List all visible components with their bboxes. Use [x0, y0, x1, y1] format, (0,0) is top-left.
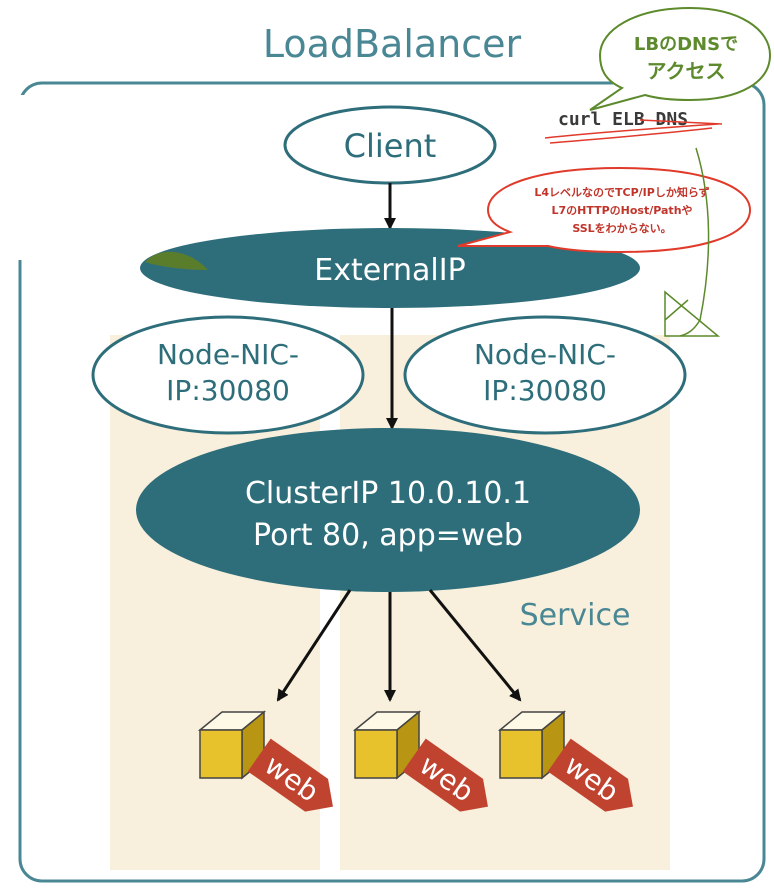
- pod-2: web: [352, 710, 488, 812]
- left-edge-mark: [14, 95, 24, 260]
- node-nic-left: [91, 315, 365, 435]
- node-nic-right-line1: Node-NIC-: [474, 338, 616, 371]
- node-nic-right-line2: IP:30080: [483, 374, 607, 407]
- command-underline: [544, 123, 719, 139]
- cluster-ip-node: [136, 428, 640, 592]
- command-underline-3: [639, 119, 723, 125]
- speech-bubble: LBのDNSで アクセス: [589, 6, 772, 111]
- loadbalancer-frame: [18, 81, 766, 883]
- leaf-mark: [145, 251, 208, 270]
- note-line3: SSLをわからない。: [572, 222, 671, 235]
- node-nic-right: [403, 315, 687, 435]
- cluster-ip-line2: Port 80, app=web: [253, 518, 523, 553]
- route-triangle-inner: [664, 299, 689, 321]
- client-label: Client: [344, 127, 437, 165]
- command-underline-2: [549, 127, 713, 144]
- title: LoadBalancer: [263, 22, 522, 66]
- external-ip-label: ExternalIP: [314, 253, 465, 288]
- curl-command: curl ELB DNS: [558, 109, 688, 130]
- node-nic-left-line2: IP:30080: [166, 374, 290, 407]
- cluster-ip-line1: ClusterIP 10.0.10.1: [245, 476, 531, 511]
- speech-line2: アクセス: [647, 59, 726, 83]
- arrow-cluster-pod1: [276, 589, 352, 702]
- route-line: [679, 147, 710, 337]
- external-ip-node: [140, 228, 640, 308]
- note-callout: L4レベルなのでTCP/IPしか知らず L7のHTTPのHost/Pathや S…: [457, 166, 752, 254]
- service-label: Service: [520, 598, 631, 633]
- pod-1: web: [197, 710, 333, 812]
- route-triangle: [664, 290, 721, 337]
- arrow-cluster-pod3: [428, 589, 522, 702]
- note-line1: L4レベルなのでTCP/IPしか知らず: [534, 185, 709, 199]
- node-nic-left-line1: Node-NIC-: [157, 338, 299, 371]
- speech-line1: LBのDNSで: [634, 34, 738, 55]
- note-line2: L7のHTTPのHost/Pathや: [551, 204, 692, 217]
